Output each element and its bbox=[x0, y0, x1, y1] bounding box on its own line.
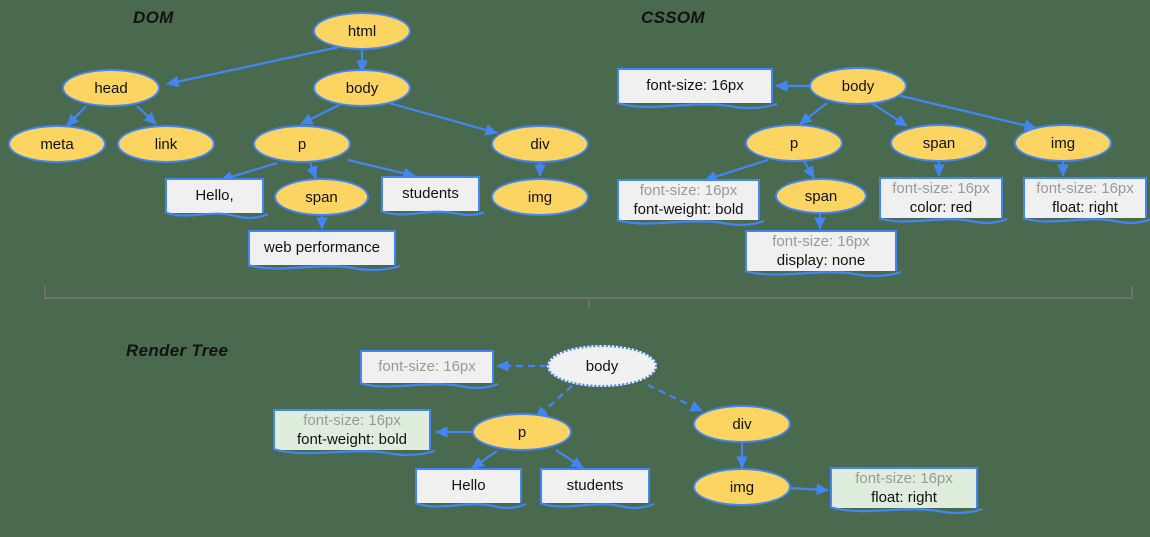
torn-edge bbox=[539, 501, 655, 514]
cssom-section-title: CSSOM bbox=[641, 8, 705, 27]
style-line: font-size: 16px bbox=[639, 182, 738, 200]
style-line: font-weight: bold bbox=[633, 200, 744, 218]
torn-edge bbox=[164, 210, 269, 224]
dom-text-students: students bbox=[380, 176, 485, 222]
dom-node-head[interactable]: head bbox=[62, 69, 160, 107]
style-line: font-size: 16px bbox=[378, 358, 476, 376]
cssom-style-span-1: font-size: 16px color: red bbox=[878, 177, 1008, 229]
render-text-students-label: students bbox=[566, 477, 624, 495]
torn-edge bbox=[272, 447, 436, 461]
render-node-p[interactable]: p bbox=[472, 413, 572, 451]
divider-tick-center bbox=[588, 297, 590, 308]
dom-node-div[interactable]: div bbox=[491, 125, 589, 163]
style-line: float: right bbox=[1052, 198, 1118, 216]
render-node-div[interactable]: div bbox=[693, 405, 791, 443]
divider-tick-right bbox=[1131, 286, 1133, 297]
cssom-node-span-2[interactable]: span bbox=[775, 178, 867, 214]
render-node-img[interactable]: img bbox=[693, 468, 791, 506]
style-line: font-size: 16px bbox=[772, 233, 870, 251]
cssom-node-p[interactable]: p bbox=[745, 124, 843, 162]
render-tree-section-title: Render Tree bbox=[126, 341, 229, 360]
dom-text-hello: Hello, bbox=[164, 178, 269, 224]
torn-edge bbox=[414, 501, 527, 514]
style-line: display: none bbox=[776, 251, 866, 269]
style-line: font-weight: bold bbox=[296, 430, 408, 448]
cssom-style-span-2: font-size: 16px display: none bbox=[744, 230, 902, 282]
style-line: font-size: 16px bbox=[1036, 180, 1134, 198]
torn-edge bbox=[744, 269, 902, 282]
torn-edge bbox=[829, 505, 983, 519]
render-style-body: font-size: 16px bbox=[359, 350, 499, 394]
dom-text-hello-label: Hello, bbox=[195, 187, 234, 205]
dom-text-web-performance-label: web performance bbox=[264, 239, 380, 257]
torn-edge bbox=[247, 263, 401, 276]
cssom-style-img: font-size: 16px float: right bbox=[1022, 177, 1150, 229]
cssom-node-span-1[interactable]: span bbox=[890, 124, 988, 162]
cssom-node-body[interactable]: body bbox=[809, 67, 907, 105]
cssom-style-p: font-size: 16px font-weight: bold bbox=[616, 179, 765, 231]
render-text-hello: Hello bbox=[414, 468, 527, 514]
render-node-body[interactable]: body bbox=[547, 345, 657, 387]
cssom-style-body: font-size: 16px bbox=[616, 68, 778, 114]
dom-node-body[interactable]: body bbox=[313, 69, 411, 107]
style-line: font-size: 16px bbox=[646, 77, 744, 95]
torn-edge bbox=[616, 101, 778, 114]
render-text-students: students bbox=[539, 468, 655, 514]
torn-edge bbox=[1022, 216, 1150, 229]
dom-node-p[interactable]: p bbox=[253, 125, 351, 163]
dom-node-img[interactable]: img bbox=[491, 178, 589, 216]
style-line: float: right bbox=[871, 488, 937, 506]
dom-text-web-performance: web performance bbox=[247, 230, 401, 276]
dom-node-link[interactable]: link bbox=[117, 125, 215, 163]
render-text-hello-label: Hello bbox=[451, 477, 486, 495]
style-line: font-size: 16px bbox=[303, 412, 401, 430]
dom-node-meta[interactable]: meta bbox=[8, 125, 106, 163]
style-line: font-size: 16px bbox=[892, 180, 990, 198]
dom-text-students-label: students bbox=[402, 185, 459, 203]
dom-node-html[interactable]: html bbox=[313, 12, 411, 50]
torn-edge bbox=[380, 209, 485, 222]
torn-edge bbox=[616, 218, 765, 231]
dom-section-title: DOM bbox=[133, 8, 174, 27]
torn-edge bbox=[359, 381, 499, 394]
divider-tick-left bbox=[44, 286, 46, 297]
render-style-img: font-size: 16px float: right bbox=[829, 467, 983, 519]
style-line: font-size: 16px bbox=[855, 470, 953, 488]
render-style-p: font-size: 16px font-weight: bold bbox=[272, 409, 436, 461]
dom-node-span[interactable]: span bbox=[274, 178, 369, 216]
torn-edge bbox=[878, 216, 1008, 229]
cssom-node-img[interactable]: img bbox=[1014, 124, 1112, 162]
style-line: color: red bbox=[909, 198, 973, 216]
